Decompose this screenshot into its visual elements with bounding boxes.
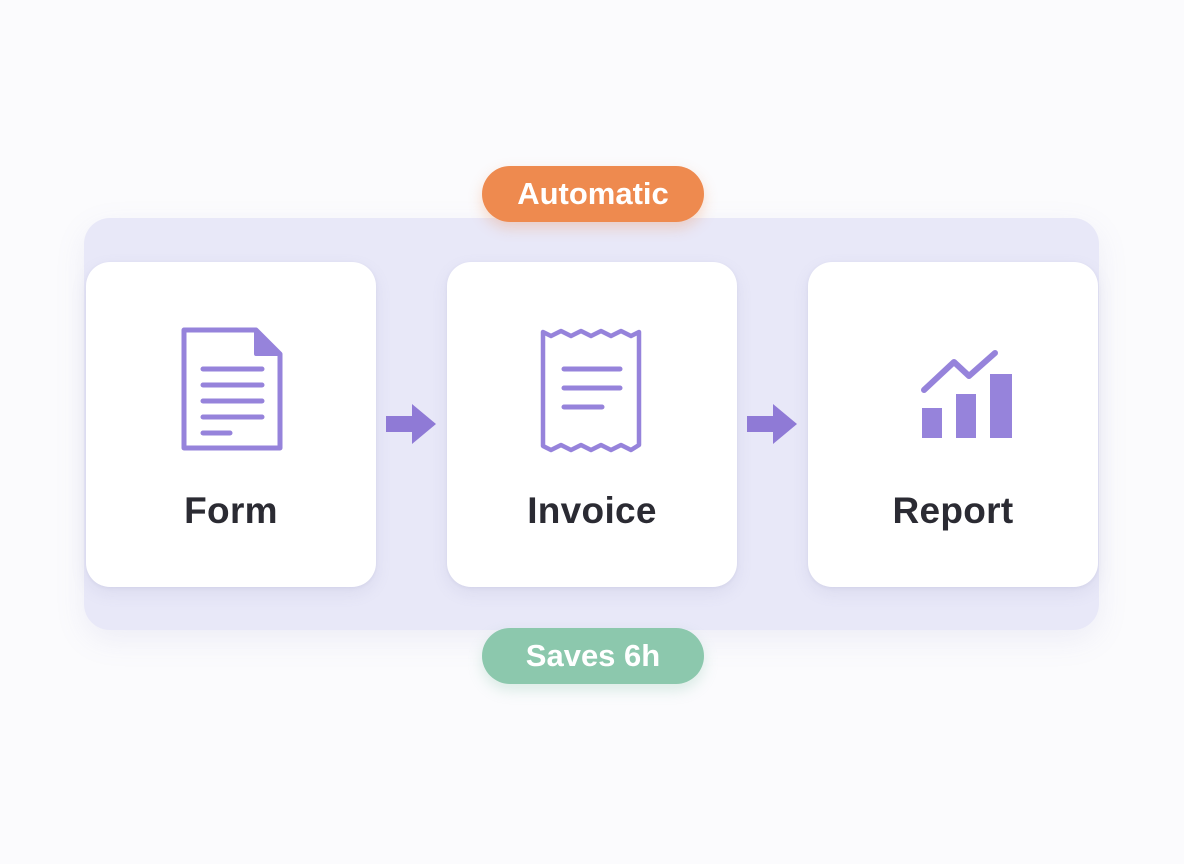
arrow-right-icon — [384, 402, 438, 446]
automatic-badge: Automatic — [482, 166, 704, 222]
time-saved-badge: Saves 6h — [482, 628, 704, 684]
receipt-icon — [527, 324, 657, 454]
bar-chart-icon — [888, 324, 1018, 454]
step-card-invoice: Invoice — [447, 262, 737, 587]
step-card-report: Report — [808, 262, 1098, 587]
document-icon — [166, 324, 296, 454]
step-label-report: Report — [892, 490, 1014, 531]
arrow-right-icon — [745, 402, 799, 446]
step-label-invoice: Invoice — [527, 490, 657, 531]
step-card-form: Form — [86, 262, 376, 587]
step-label-form: Form — [184, 490, 278, 531]
